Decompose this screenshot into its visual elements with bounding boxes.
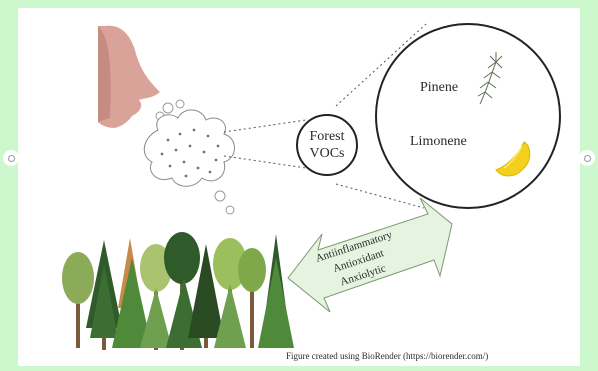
forest-vocs-line2: VOCs bbox=[309, 146, 344, 161]
carousel-prev-icon[interactable] bbox=[3, 150, 19, 166]
forest-vocs-circle: Forest VOCs bbox=[296, 114, 358, 176]
effects-arrow-icon: Antiinflammatory Antioxidant Anxiolytic bbox=[287, 197, 453, 313]
forest-vocs-line1: Forest bbox=[310, 129, 345, 144]
forest-voc-diagram: Forest VOCs Pinene Limonene bbox=[62, 23, 561, 361]
voc-compounds-circle: Pinene Limonene bbox=[375, 23, 561, 209]
figure-credit: Figure created using BioRender (https://… bbox=[286, 351, 488, 361]
figure-panel: Forest VOCs Pinene Limonene bbox=[18, 8, 580, 366]
lemon-slice-icon bbox=[495, 141, 531, 177]
pine-needle-icon bbox=[477, 52, 503, 105]
forest-trees-icon bbox=[62, 232, 294, 350]
human-nose-icon bbox=[98, 25, 160, 129]
breath-cloud-icon bbox=[143, 109, 235, 187]
carousel-next-icon[interactable] bbox=[579, 150, 595, 166]
zoom-lines bbox=[223, 23, 427, 209]
pinene-label: Pinene bbox=[420, 80, 458, 95]
limonene-label: Limonene bbox=[410, 134, 467, 149]
